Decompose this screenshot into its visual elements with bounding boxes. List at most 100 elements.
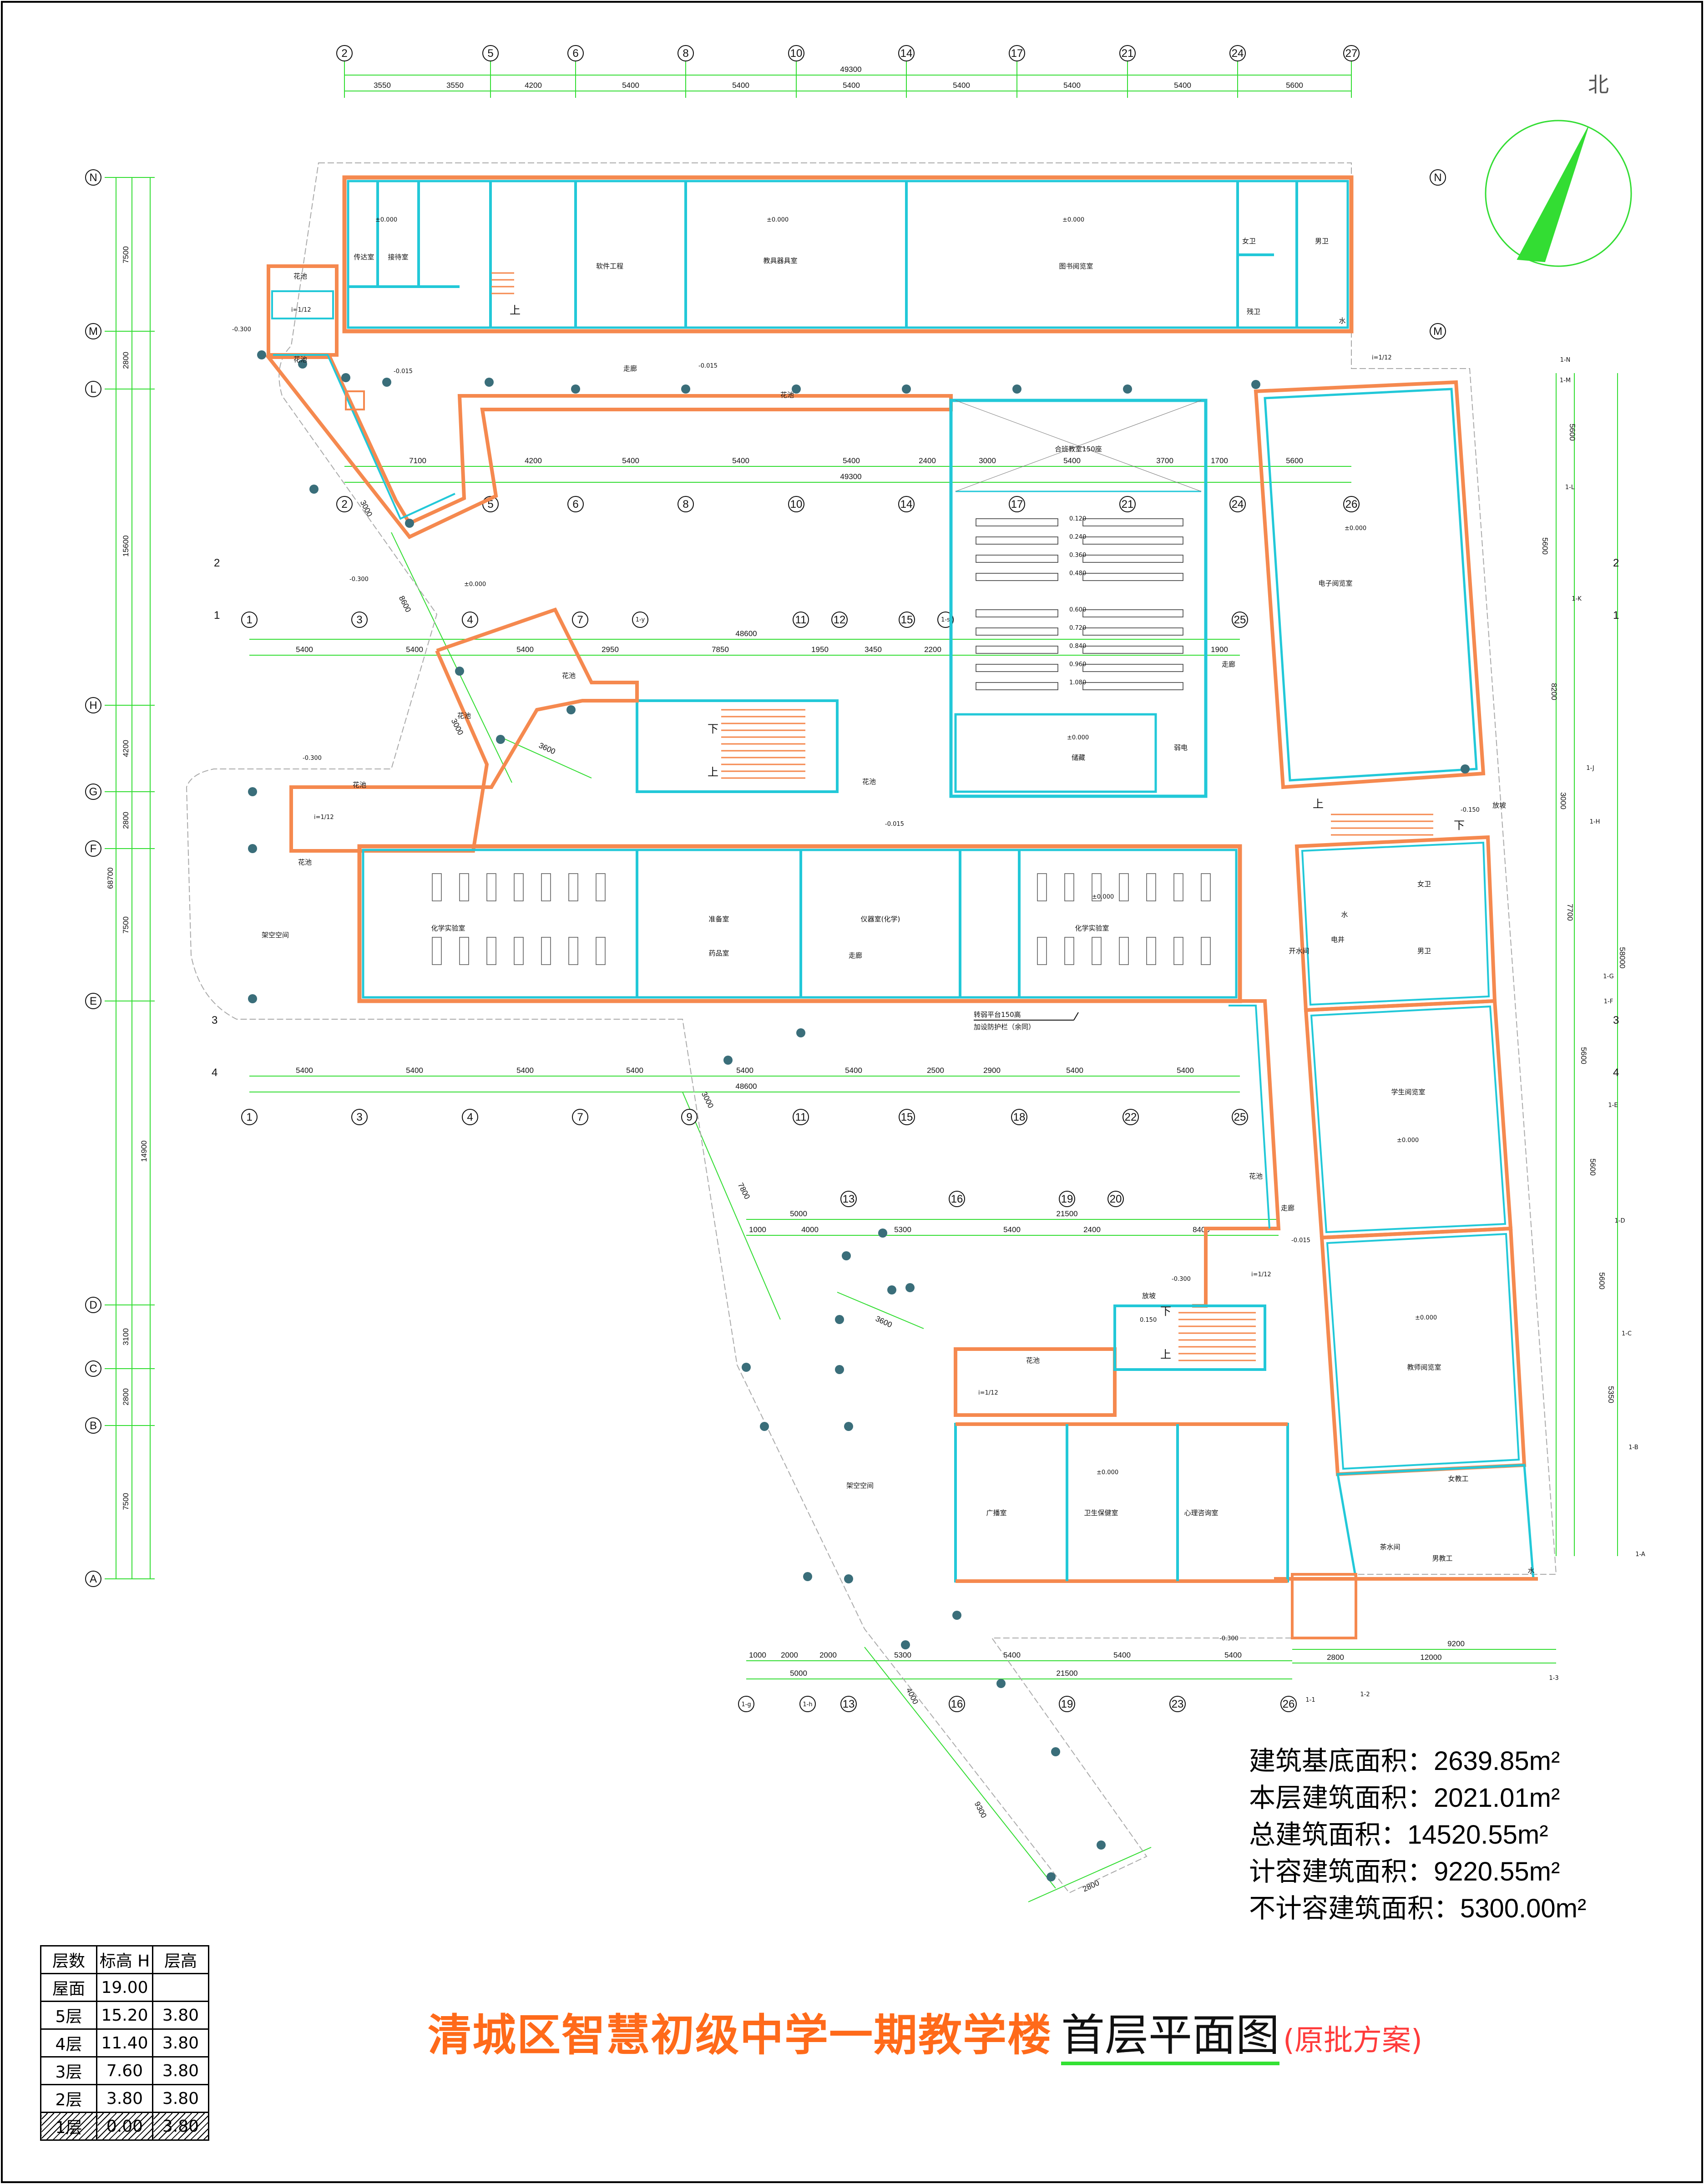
elev-guard: ±0.000 bbox=[375, 217, 397, 223]
axis-left-6: E bbox=[90, 995, 97, 1007]
room-instruments: 仪器室(化学) bbox=[861, 915, 900, 923]
dim-bottom-7: 5000 bbox=[790, 1669, 807, 1678]
section-mark-3-left: 3 bbox=[212, 1014, 217, 1026]
axis-mid-2: 6 bbox=[572, 498, 578, 511]
room-e-reading: 电子阅览室 bbox=[1318, 579, 1352, 587]
axis-mid-3: 8 bbox=[683, 498, 688, 511]
axis-bottom-0: 1-g bbox=[741, 1701, 751, 1708]
seat-elev-3: 0.480 bbox=[1069, 570, 1086, 577]
axis-row3-5: 11 bbox=[795, 1111, 807, 1123]
axis-row3-8: 22 bbox=[1125, 1111, 1137, 1123]
axis-row4-1: 16 bbox=[951, 1193, 963, 1205]
level-header-elevation: 标高 H bbox=[96, 1945, 153, 1974]
room-male-wc-n: 男卫 bbox=[1315, 237, 1329, 245]
axis-r2-5: 1-H bbox=[1590, 819, 1600, 825]
dim-mid-6: 3000 bbox=[979, 456, 996, 465]
dim-bottom-2: 2000 bbox=[819, 1651, 837, 1659]
dim-diag-2: 3600 bbox=[537, 741, 556, 756]
level-row: 5层 15.20 3.80 bbox=[40, 2001, 209, 2030]
dim-mid-8: 3700 bbox=[1156, 456, 1173, 465]
dim-row2-2: 5400 bbox=[516, 645, 534, 654]
dim-row2-1: 5400 bbox=[406, 645, 423, 654]
stat-floor-area-label: 本层建筑面积： bbox=[1249, 1782, 1434, 1813]
dim-bottom-total: 21500 bbox=[1056, 1669, 1077, 1678]
level-cell: 3.80 bbox=[152, 2028, 209, 2058]
dim-row4-3: 5400 bbox=[1003, 1225, 1021, 1234]
dim-top-9: 5600 bbox=[1286, 81, 1303, 90]
room-corridor-ne: 走廊 bbox=[1222, 660, 1235, 668]
room-counseling: 心理咨询室 bbox=[1184, 1509, 1218, 1517]
dim-right-7: 5600 bbox=[1598, 1272, 1606, 1289]
axis-row2-9: 25 bbox=[1234, 614, 1246, 626]
axis-row2-3: 7 bbox=[577, 614, 583, 626]
dim-row4-0: 1000 bbox=[749, 1225, 766, 1234]
dim-top-6: 5400 bbox=[953, 81, 970, 90]
dim-row4-1: 4000 bbox=[801, 1225, 819, 1234]
room-corridor-n: 走廊 bbox=[623, 364, 637, 373]
dim-bottom-5: 5400 bbox=[1113, 1651, 1131, 1659]
dim-row3-6: 2500 bbox=[927, 1066, 944, 1075]
dim-row2-total: 48600 bbox=[735, 629, 757, 638]
axis-left-10: A bbox=[90, 1573, 97, 1585]
dim-row2-4: 7850 bbox=[712, 645, 729, 654]
elev-m300-1: -0.300 bbox=[232, 326, 251, 333]
room-guard: 传达室 bbox=[354, 253, 374, 261]
stat-far-area-value: 9220.55m² bbox=[1434, 1857, 1560, 1886]
axis-top-4: 10 bbox=[790, 47, 803, 60]
dim-diag-8: 9300 bbox=[973, 1800, 988, 1819]
dim-br-0: 2800 bbox=[1327, 1653, 1344, 1662]
dim-left-2: 15600 bbox=[121, 535, 130, 556]
axis-left-9: B bbox=[90, 1420, 97, 1432]
stair-up-s: 上 bbox=[1160, 1349, 1171, 1361]
elev-m300-5: -0.300 bbox=[1219, 1635, 1239, 1642]
dim-bottom-6: 5400 bbox=[1224, 1651, 1242, 1659]
level-cell bbox=[152, 1973, 209, 2002]
dimension-lines bbox=[105, 59, 1618, 1902]
seat-elev-8: 1.080 bbox=[1069, 679, 1086, 686]
elev-student: ±0.000 bbox=[1397, 1137, 1419, 1144]
seat-elev-0: 0.120 bbox=[1069, 516, 1086, 522]
axis-row2-8: 1-s bbox=[941, 617, 950, 623]
dim-top-0: 3550 bbox=[374, 81, 391, 90]
level-table: 层数 标高 H 层高 屋面 19.00 5层 15.20 3.80 4层 11.… bbox=[40, 1945, 209, 2141]
dim-right-total: 58000 bbox=[1618, 947, 1627, 968]
dim-mid-4: 5400 bbox=[843, 456, 860, 465]
stair-up-e: 上 bbox=[1313, 798, 1324, 810]
axis-row3-4: 9 bbox=[686, 1111, 692, 1123]
section-mark-1-right: 1 bbox=[1613, 609, 1619, 622]
axis-bottom-6: 26 bbox=[1283, 1698, 1295, 1710]
stat-base-area-value: 2639.85m² bbox=[1434, 1746, 1560, 1776]
axis-br-0: 1-1 bbox=[1305, 1697, 1315, 1704]
dim-row2-6: 3450 bbox=[865, 645, 882, 654]
dim-right-8: 5350 bbox=[1607, 1386, 1615, 1403]
axis-row4-3: 20 bbox=[1110, 1193, 1122, 1205]
dim-row4-6: 5000 bbox=[790, 1209, 807, 1218]
dim-diag-5: 3000 bbox=[700, 1090, 715, 1109]
axis-bubbles bbox=[85, 45, 1446, 1712]
room-planter-4: 花池 bbox=[457, 712, 471, 720]
north-arrow bbox=[1485, 120, 1632, 267]
axis-mid-5: 14 bbox=[900, 498, 913, 511]
dim-mid-0: 7100 bbox=[409, 456, 426, 465]
axis-mid-1: 5 bbox=[487, 498, 493, 511]
dim-right-3: 3000 bbox=[1559, 792, 1567, 809]
lab-benches bbox=[432, 873, 1211, 965]
section-mark-4-right: 4 bbox=[1613, 1067, 1619, 1079]
level-cell: 3层 bbox=[40, 2056, 97, 2085]
dim-right-6: 5600 bbox=[1588, 1158, 1597, 1176]
elev-library: ±0.000 bbox=[1062, 217, 1084, 223]
platform-note-1: 转弱平台150高 bbox=[974, 1011, 1021, 1019]
dim-top-2: 4200 bbox=[525, 81, 542, 90]
room-low-voltage: 弱电 bbox=[1174, 743, 1188, 752]
dim-row3-5: 5400 bbox=[845, 1066, 862, 1075]
stat-total-area-label: 总建筑面积： bbox=[1249, 1819, 1408, 1850]
axis-top-7: 21 bbox=[1122, 47, 1134, 60]
level-cell: 屋面 bbox=[40, 1973, 97, 2002]
dim-bottom-4: 5400 bbox=[1003, 1651, 1021, 1659]
dimension-text: 49300 3550 3550 4200 5400 5400 5400 5400… bbox=[106, 65, 1627, 1894]
dim-diag-7: 4000 bbox=[905, 1686, 920, 1705]
axis-left-2: L bbox=[90, 383, 96, 395]
level-cell: 7.60 bbox=[96, 2056, 153, 2085]
dim-row3-total: 48600 bbox=[735, 1082, 757, 1091]
dim-top-8: 5400 bbox=[1174, 81, 1191, 90]
